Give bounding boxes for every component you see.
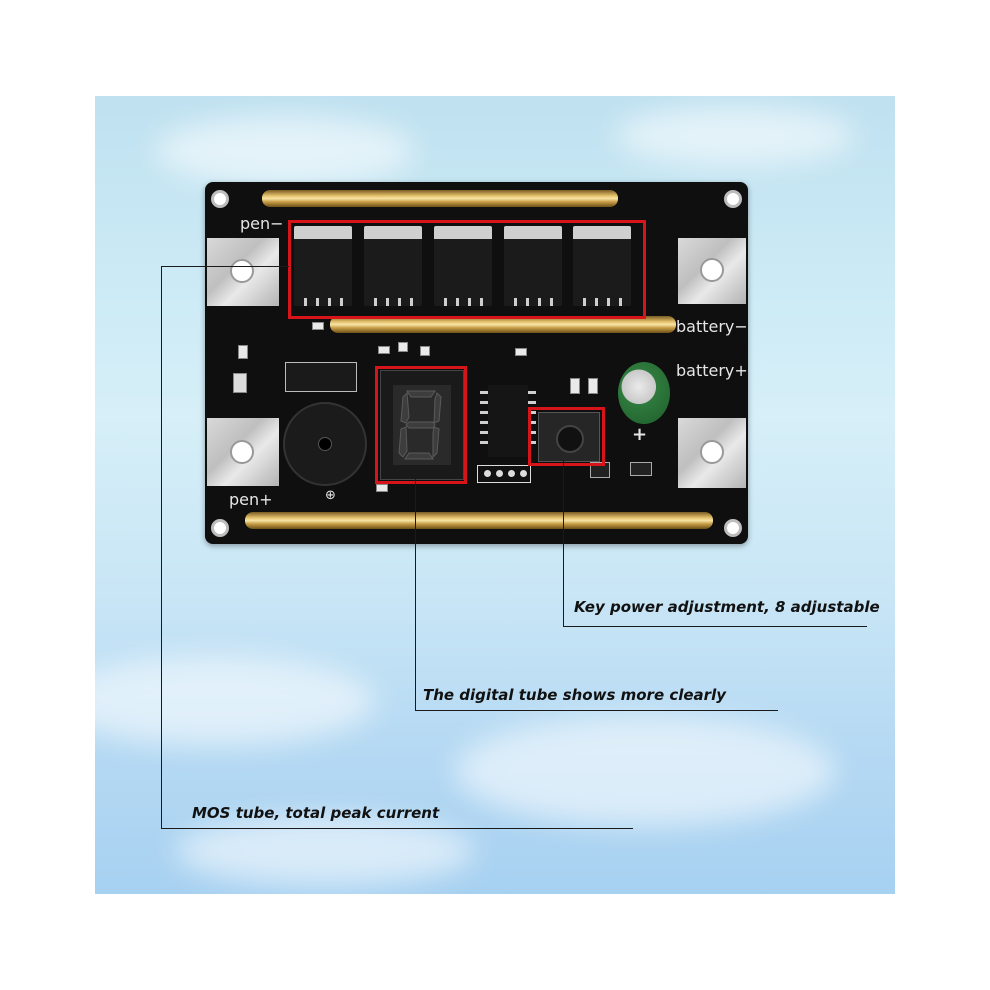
annotation-key-power: Key power adjustment, 8 adjustable bbox=[574, 598, 880, 616]
mounting-hole bbox=[211, 519, 229, 537]
smd-component bbox=[570, 378, 580, 394]
electrolytic-capacitor bbox=[618, 362, 670, 424]
power-adjust-button bbox=[538, 412, 600, 462]
smd-component bbox=[588, 378, 598, 394]
mos-tube bbox=[364, 226, 422, 306]
copper-rod-bottom bbox=[245, 512, 713, 529]
smd-component bbox=[590, 462, 610, 478]
leader-line bbox=[563, 626, 867, 627]
leader-line bbox=[161, 266, 289, 267]
leader-line bbox=[161, 266, 162, 828]
mos-tube bbox=[294, 226, 352, 306]
label-battery-plus: battery+ bbox=[676, 361, 748, 380]
smd-component bbox=[420, 346, 430, 356]
highlight-digital-tube bbox=[375, 366, 467, 484]
label-pen-plus: pen+ bbox=[229, 490, 273, 509]
pad-hole bbox=[700, 258, 724, 282]
mos-tube bbox=[573, 226, 631, 306]
copper-rod-top bbox=[262, 190, 618, 207]
annotation-digital-tube: The digital tube shows more clearly bbox=[423, 686, 726, 704]
leader-line bbox=[415, 710, 778, 711]
label-battery-minus: battery− bbox=[676, 317, 748, 336]
pad-hole bbox=[700, 440, 724, 464]
regulator-chip bbox=[285, 362, 357, 392]
smd-component bbox=[630, 462, 652, 476]
mounting-hole bbox=[211, 190, 229, 208]
copper-rod-middle bbox=[330, 316, 676, 333]
leader-line bbox=[563, 460, 564, 626]
highlight-mos-tubes bbox=[288, 220, 646, 319]
mos-tube bbox=[434, 226, 492, 306]
buzzer bbox=[283, 402, 367, 486]
leader-line bbox=[161, 828, 633, 829]
control-ic bbox=[480, 385, 536, 457]
highlight-key bbox=[528, 407, 605, 466]
pad-hole bbox=[230, 440, 254, 464]
smd-component bbox=[233, 373, 247, 393]
mos-tube bbox=[504, 226, 562, 306]
pin-header bbox=[477, 465, 531, 483]
polarity-mark: + bbox=[632, 424, 648, 445]
smd-component bbox=[376, 484, 388, 492]
polarity-mark: ⊕ bbox=[325, 488, 336, 503]
smd-component bbox=[515, 348, 527, 356]
smd-component bbox=[312, 322, 324, 330]
smd-component bbox=[238, 345, 248, 359]
mounting-hole bbox=[724, 519, 742, 537]
leader-line bbox=[415, 478, 416, 710]
digital-tube bbox=[380, 370, 464, 480]
mounting-hole bbox=[724, 190, 742, 208]
label-pen-minus: pen− bbox=[240, 214, 284, 233]
annotation-mos-tube: MOS tube, total peak current bbox=[192, 804, 440, 822]
smd-component bbox=[378, 346, 390, 354]
smd-component bbox=[398, 342, 408, 352]
pad-hole bbox=[230, 259, 254, 283]
